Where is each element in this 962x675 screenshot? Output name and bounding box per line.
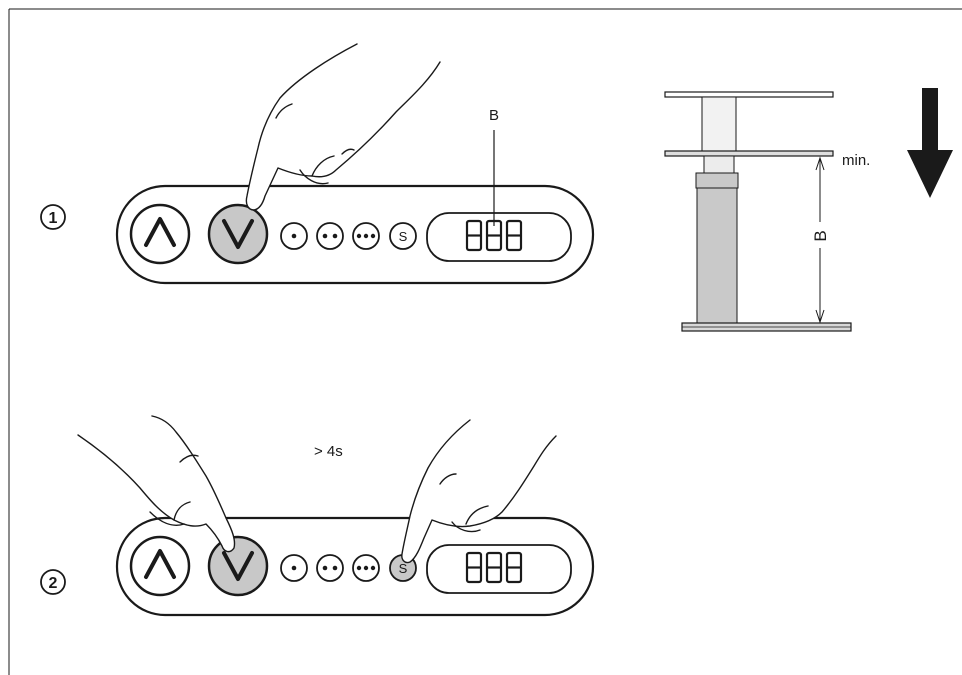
down-arrow-icon <box>907 88 953 198</box>
column-collar <box>695 172 739 189</box>
dimension-label-bg <box>808 222 832 248</box>
pointing-hand-icon <box>245 43 441 211</box>
memory-2-button-2[interactable] <box>316 554 344 582</box>
step-2: 2 > 4s S 888 <box>40 415 595 617</box>
table-illustration: B min. <box>664 88 953 332</box>
height-display <box>426 212 572 262</box>
chevron-up-icon <box>144 217 176 247</box>
down-button[interactable] <box>207 203 269 265</box>
seven-segment-888 <box>465 551 523 584</box>
display-readout: 888 <box>493 257 495 259</box>
step-1-badge <box>40 204 66 230</box>
column-ghost <box>701 96 737 153</box>
up-button-2[interactable] <box>129 535 191 597</box>
pointing-hand-icon <box>77 415 236 553</box>
memory-save-label-2: S <box>399 561 408 576</box>
one-dot-icon <box>291 565 297 571</box>
chevron-up-icon <box>144 549 176 579</box>
chevron-down-icon <box>222 551 254 581</box>
dimension-arrow-bottom <box>815 309 825 324</box>
two-dots-icon <box>322 565 338 571</box>
memory-2-button[interactable] <box>316 222 344 250</box>
display-readout-2: 888 <box>493 589 495 591</box>
hold-duration-label: > 4s <box>314 443 343 460</box>
step-1: 1 S 888 B <box>40 43 595 285</box>
pointing-hand-icon <box>401 419 557 564</box>
height-display-2 <box>426 544 572 594</box>
two-dots-icon <box>322 233 338 239</box>
three-dots-icon <box>356 233 376 239</box>
callout-label-b: B <box>489 107 499 124</box>
memory-save-label: S <box>399 229 408 244</box>
min-label: min. <box>842 152 870 169</box>
dimension-arrow-top <box>815 156 825 171</box>
column-outer <box>696 187 738 325</box>
column-inner <box>703 155 735 174</box>
three-dots-icon <box>356 565 376 571</box>
memory-save-button[interactable] <box>389 222 417 250</box>
tabletop-upper <box>664 91 834 98</box>
one-dot-icon <box>291 233 297 239</box>
step-2-number: 2 <box>49 575 58 592</box>
step-1-number: 1 <box>49 210 58 227</box>
chevron-down-icon <box>222 219 254 249</box>
dimension-label: B <box>811 230 830 241</box>
up-button[interactable] <box>129 203 191 265</box>
down-button-2[interactable] <box>207 535 269 597</box>
step-2-badge <box>40 569 66 595</box>
tabletop-lower <box>664 150 834 157</box>
